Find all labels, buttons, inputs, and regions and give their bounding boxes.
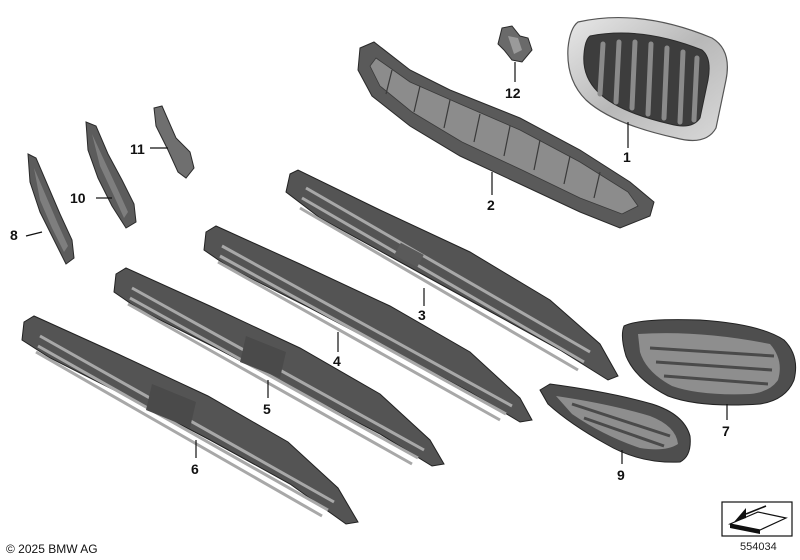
air-duct-trim: [25, 153, 75, 265]
callout-11: 11: [130, 141, 145, 157]
lower-grille-a: [285, 169, 619, 381]
callout-8: 8: [10, 227, 18, 243]
mounting-bracket: [150, 105, 195, 179]
callout-2: 2: [487, 197, 495, 213]
kidney-grille: [567, 16, 728, 148]
lower-grille-c: [113, 267, 445, 467]
callout-3: 3: [418, 307, 426, 323]
side-grille-right: [621, 319, 797, 420]
callout-6: 6: [191, 461, 199, 477]
callout-12: 12: [505, 85, 521, 101]
grille-frame: [357, 41, 655, 229]
callout-5: 5: [263, 401, 271, 417]
callout-9: 9: [617, 467, 625, 483]
callout-4: 4: [333, 353, 341, 369]
lower-grille-d: [21, 315, 359, 525]
callout-7: 7: [722, 423, 730, 439]
clip-holder: [497, 25, 533, 82]
callout-10: 10: [70, 190, 86, 206]
callout-1: 1: [623, 149, 631, 165]
diagram-number: 554034: [740, 541, 777, 553]
lower-grille-b: [203, 225, 533, 423]
copyright-text: © 2025 BMW AG: [6, 542, 98, 556]
side-grille-left: [539, 383, 691, 464]
orientation-icon: [721, 501, 793, 537]
air-duct-panel: [85, 121, 137, 229]
